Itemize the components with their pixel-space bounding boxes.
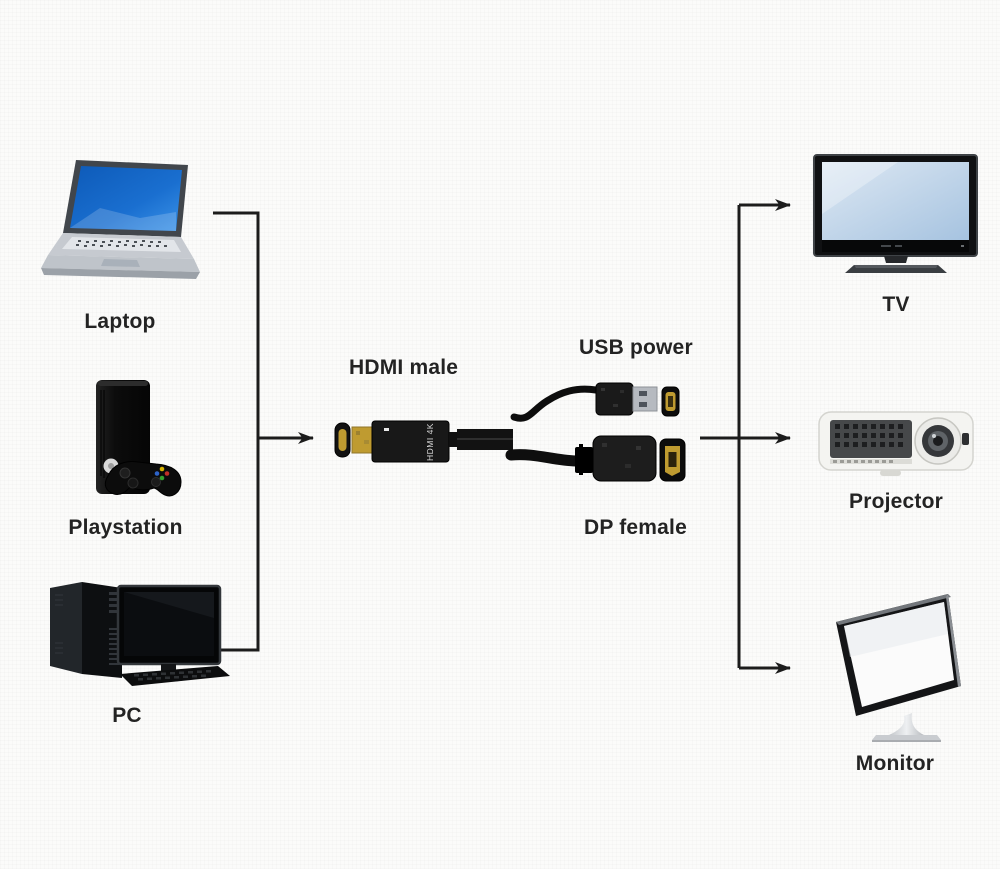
tv-icon xyxy=(813,154,978,273)
usb-power-connector xyxy=(510,382,658,422)
laptop-label: Laptop xyxy=(84,310,156,333)
pc-label: PC xyxy=(112,704,142,727)
projector-label: Projector xyxy=(849,490,943,513)
game-console-icon xyxy=(96,380,182,497)
usb-power-label: USB power xyxy=(579,336,693,359)
tv-label: TV xyxy=(882,293,910,316)
dp-female-connector xyxy=(505,435,657,482)
adapter-cable-image: HDMI 4K xyxy=(334,382,686,482)
desktop-pc-icon xyxy=(50,582,230,686)
laptop-icon xyxy=(41,160,200,279)
hdmi-male-connector: HDMI 4K xyxy=(351,420,513,463)
device-monitor: Monitor xyxy=(820,590,970,776)
device-pc: PC xyxy=(22,578,232,728)
hdmi-male-label: HDMI male xyxy=(349,356,459,379)
monitor-icon xyxy=(836,594,961,742)
projector-icon xyxy=(818,411,974,476)
device-laptop: Laptop xyxy=(30,156,210,334)
left-bracket-line xyxy=(203,211,260,652)
device-projector: Projector xyxy=(816,402,976,514)
playstation-label: Playstation xyxy=(68,516,183,539)
dp-port-front-icon xyxy=(659,438,686,482)
device-tv: TV xyxy=(813,152,979,317)
hdmi-body-text: HDMI 4K xyxy=(425,423,435,461)
monitor-label: Monitor xyxy=(855,752,935,775)
usb-port-front-icon xyxy=(661,386,680,417)
dp-female-label: DP female xyxy=(584,516,687,539)
device-playstation: Playstation xyxy=(58,376,193,540)
hdmi-plug-front-icon xyxy=(334,422,351,458)
